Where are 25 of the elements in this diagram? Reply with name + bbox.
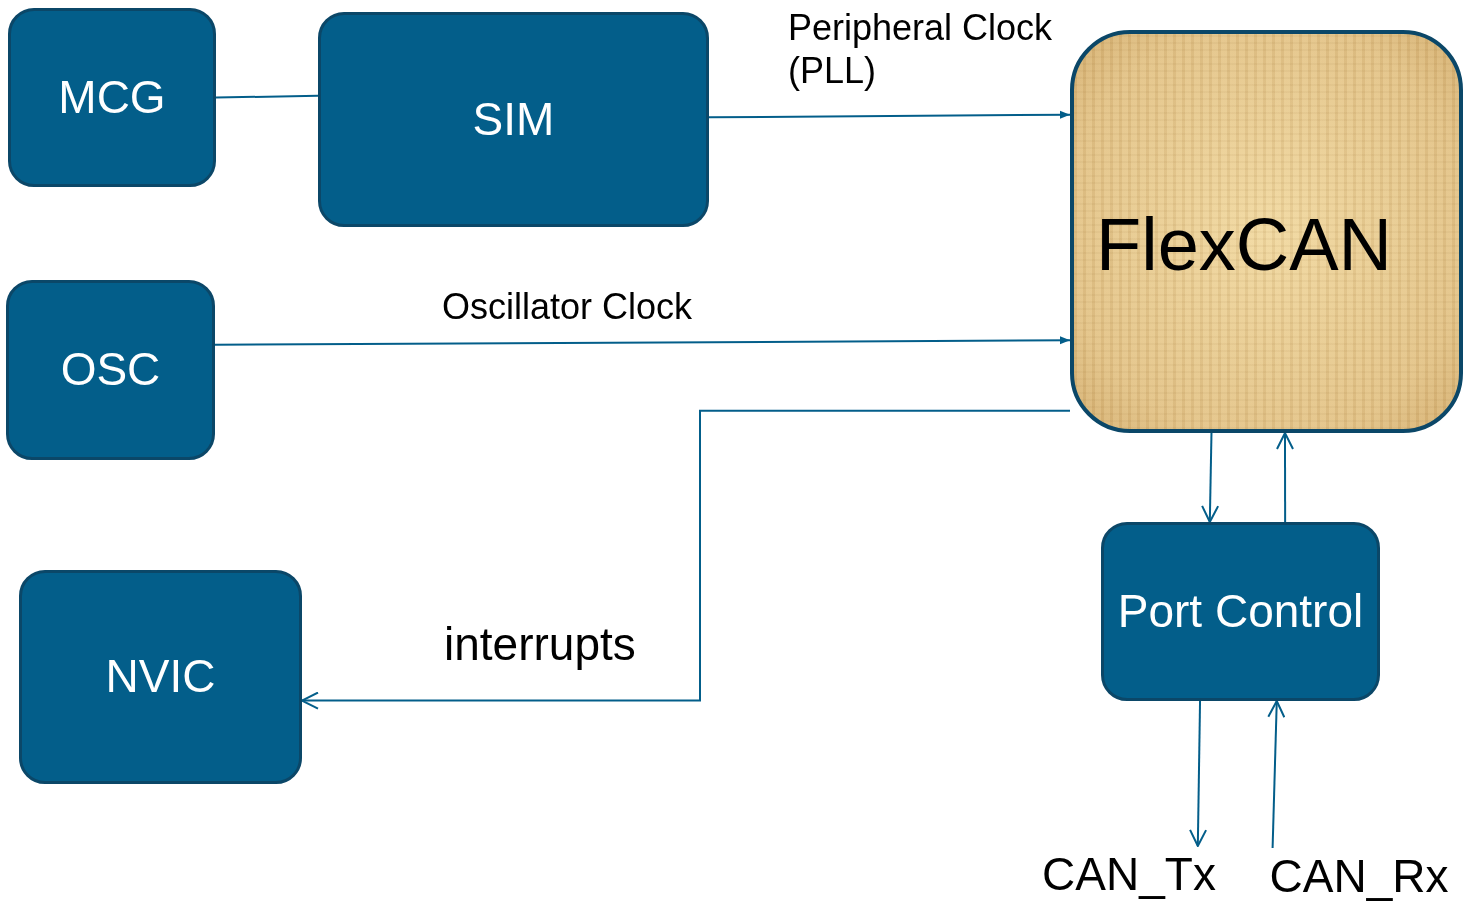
arrow [1189, 700, 1208, 847]
process-box [318, 12, 709, 227]
edge-label: interrupts [444, 617, 636, 672]
process-box [1101, 522, 1380, 701]
box-label: NVIC [105, 649, 216, 705]
arrow [1276, 432, 1294, 523]
edge-label: Oscillator Clock [442, 285, 693, 329]
signal-label: CAN_Rx [1263, 848, 1455, 904]
edge-label: Peripheral Clock (PLL) [788, 6, 1054, 93]
arrow [214, 336, 1071, 346]
process-box [19, 570, 302, 784]
arrow [708, 110, 1071, 119]
arrow [301, 409, 1071, 710]
process-box [8, 8, 216, 187]
box-label: OSC [60, 342, 161, 398]
connector-line [215, 94, 319, 99]
box-label: Port Control [1117, 583, 1364, 639]
box-label: SIM [472, 91, 555, 147]
signal-label: CAN_Tx [1036, 846, 1222, 902]
arrow [1201, 432, 1220, 523]
process-box [6, 280, 215, 460]
module-box [1070, 30, 1463, 433]
arrow [1267, 700, 1286, 849]
box-label: MCG [58, 69, 166, 125]
module-title: FlexCAN [1096, 202, 1393, 287]
